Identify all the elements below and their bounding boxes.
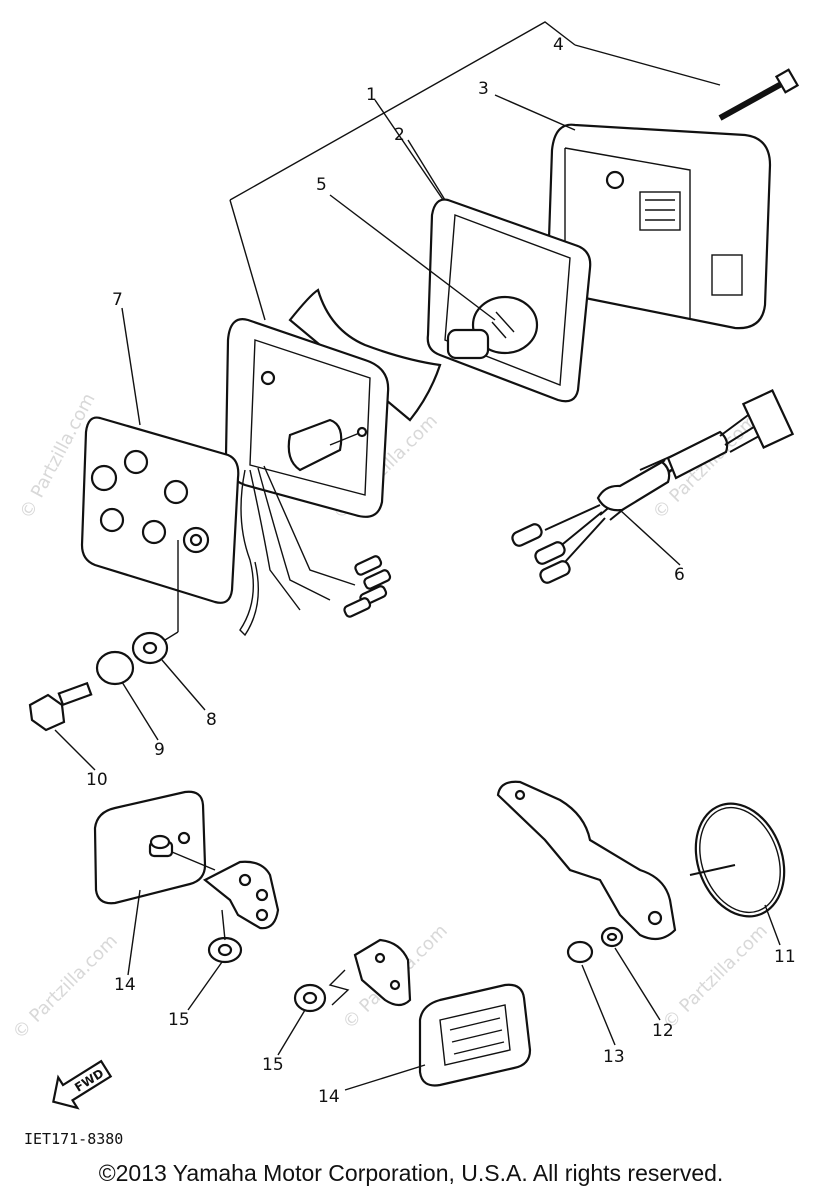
washer-nut-right — [566, 926, 624, 964]
callout-7: 7 — [112, 290, 123, 310]
reflector-round — [689, 802, 786, 918]
callout-3: 3 — [478, 79, 489, 99]
watermark: © Partzilla.com — [9, 930, 122, 1043]
callout-9: 9 — [154, 740, 165, 760]
reflector-lower — [418, 983, 532, 1087]
callout-15: 15 — [168, 1010, 190, 1030]
reflector-bracket — [496, 780, 677, 941]
reflector-upper — [93, 790, 216, 905]
callout-2: 2 — [394, 125, 405, 145]
base-plate — [80, 416, 240, 604]
bulb — [446, 295, 539, 360]
callout-15-lower: 15 — [262, 1055, 284, 1075]
lens-screw — [718, 68, 800, 121]
bracket-upper — [202, 860, 280, 964]
callout-10: 10 — [86, 770, 108, 790]
callout-14: 14 — [114, 975, 136, 995]
tail-lamp-lens — [546, 123, 772, 330]
callout-11: 11 — [774, 947, 796, 967]
fwd-arrow-icon: FWD — [52, 1059, 113, 1110]
callout-6: 6 — [674, 565, 685, 585]
callout-4: 4 — [553, 35, 564, 55]
leader-lines — [54, 44, 781, 1091]
callout-8: 8 — [206, 710, 217, 730]
callout-1: 1 — [366, 85, 377, 105]
reference-code: IET171-8380 — [24, 1130, 123, 1148]
assembly-bracket — [229, 21, 576, 321]
lamp-housing — [224, 288, 442, 518]
wire-harness — [511, 389, 795, 584]
socket-wires — [239, 465, 392, 637]
callout-12: 12 — [652, 1021, 674, 1041]
callout-14-lower: 14 — [318, 1087, 340, 1107]
fastener-stack — [28, 540, 179, 732]
watermark: © Partzilla.com — [659, 920, 772, 1033]
callout-labels: 1 2 3 4 5 6 7 8 9 10 11 12 13 14 15 15 1… — [86, 35, 796, 1107]
callout-5: 5 — [316, 175, 327, 195]
nut-lower — [293, 983, 327, 1013]
bracket-lower — [328, 938, 412, 1007]
callout-13: 13 — [603, 1047, 625, 1067]
copyright-notice: ©2013 Yamaha Motor Corporation, U.S.A. A… — [98, 1160, 724, 1186]
